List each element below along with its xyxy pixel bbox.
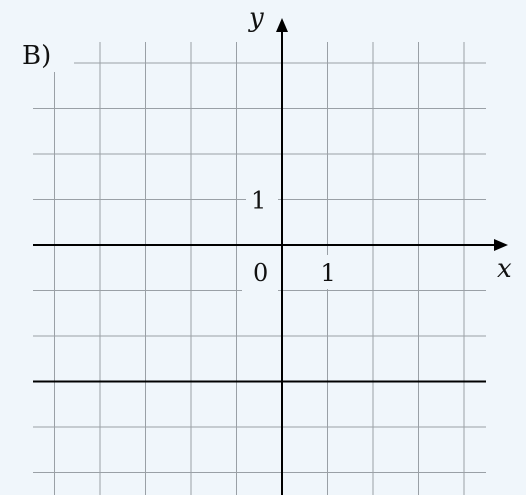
- origin-label-backdrop: [242, 253, 278, 293]
- x-tick-label-backdrop: [313, 255, 342, 289]
- x-axis-arrow: [494, 239, 508, 251]
- y-axis-label: y: [248, 3, 264, 33]
- y-tick-label-backdrop: [246, 181, 278, 216]
- origin-label: 0: [253, 259, 268, 287]
- x-axis-label: x: [497, 254, 512, 284]
- panel-label: B): [22, 41, 51, 71]
- panel-label-backdrop: [16, 34, 74, 72]
- labels: B) y x 1 1 0: [22, 3, 512, 293]
- y-axis-arrow: [276, 18, 288, 32]
- axes: [33, 18, 508, 495]
- x-tick-label: 1: [321, 259, 336, 287]
- y-tick-label: 1: [251, 187, 266, 215]
